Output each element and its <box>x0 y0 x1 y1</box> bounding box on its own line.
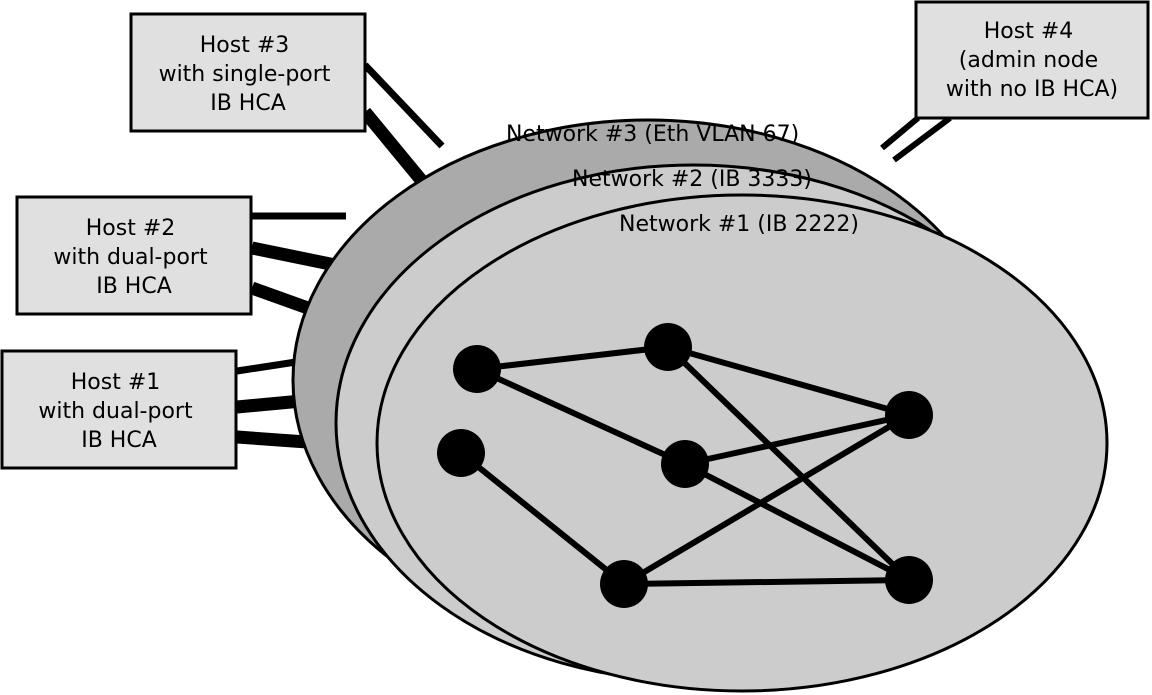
host3-link-eth <box>362 62 445 149</box>
host4-link-eth-a <box>880 115 920 151</box>
host-1: Host #1 with dual-port IB HCA <box>0 349 238 470</box>
host-2: Host #2 with dual-port IB HCA <box>15 195 253 316</box>
switch-node-n1 <box>453 345 501 393</box>
host-2-box <box>15 195 253 316</box>
host4-link-eth-b <box>892 115 952 163</box>
switch-node-n4 <box>885 391 933 439</box>
host-4-label: Host #4 (admin node with no IB HCA) <box>946 19 1118 102</box>
fabric-edge-n6-n7 <box>623 577 910 587</box>
switch-node-n5 <box>437 429 485 477</box>
host-3-line-1: Host #3 <box>200 33 290 58</box>
host-4: Host #4 (admin node with no IB HCA) <box>914 0 1150 120</box>
fabric-edge-n2-n4 <box>667 344 910 418</box>
host-4-line-1: Host #4 <box>984 19 1074 44</box>
host-1-box <box>0 349 238 470</box>
fabric-edge-n2-n7 <box>665 344 912 583</box>
fabric-edge-n6-n4 <box>622 412 911 587</box>
fabric-edge-n1-n3 <box>475 366 687 467</box>
host-3-line-3: IB HCA <box>210 91 286 116</box>
host-3: Host #3 with single-port IB HCA <box>129 12 367 133</box>
fabric-edge-n1-n2 <box>476 344 669 372</box>
host-3-label: Host #3 with single-port IB HCA <box>159 33 338 116</box>
network-1-ellipse <box>375 193 1109 693</box>
switch-node-n7 <box>885 556 933 604</box>
switch-node-n6 <box>600 560 648 608</box>
host-4-line-3: with no IB HCA) <box>946 77 1118 102</box>
fabric-edge-n5-n6 <box>459 450 626 587</box>
host1-link-eth <box>236 358 297 375</box>
switch-node-n3 <box>661 440 709 488</box>
fabric-edge-n3-n7 <box>683 461 911 583</box>
network-2-label: Network #2 (IB 3333) <box>572 167 812 192</box>
host-1-line-1: Host #1 <box>71 370 161 395</box>
host-2-line-3: IB HCA <box>96 274 172 299</box>
host-2-label: Host #2 with dual-port IB HCA <box>53 216 214 299</box>
switch-node-n2 <box>644 323 692 371</box>
host-1-line-2: with dual-port <box>38 399 193 424</box>
host-3-line-2: with single-port <box>159 62 331 87</box>
fabric-nodes <box>437 323 933 608</box>
host-1-label: Host #1 with dual-port IB HCA <box>38 370 199 453</box>
network-1-label: Network #1 (IB 2222) <box>619 212 859 237</box>
host-4-line-2: (admin node <box>959 48 1098 73</box>
fabric-edges <box>459 344 912 587</box>
host-1-line-3: IB HCA <box>81 428 157 453</box>
network-1: Network #1 (IB 2222) <box>375 193 1109 693</box>
host-3-box <box>129 12 367 133</box>
fabric-edge-n3-n4 <box>684 412 910 467</box>
host-2-line-2: with dual-port <box>53 245 208 270</box>
host-2-line-1: Host #2 <box>86 216 176 241</box>
host-4-box <box>914 0 1150 120</box>
network-3-label: Network #3 (Eth VLAN 67) <box>506 122 799 147</box>
